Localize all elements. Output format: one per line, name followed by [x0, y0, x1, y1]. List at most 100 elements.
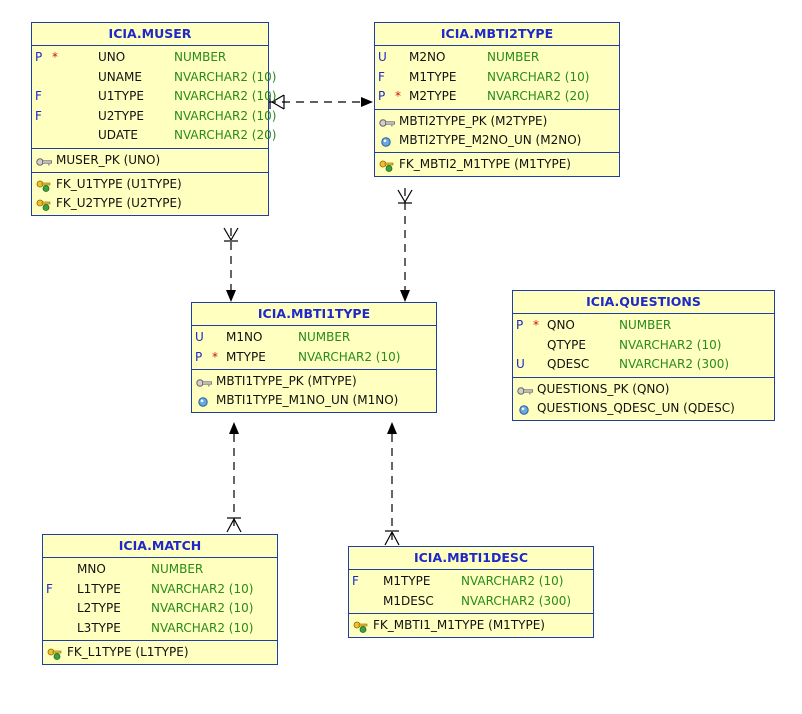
foreign-key-label: FK_L1TYPE (L1TYPE) — [67, 645, 189, 659]
column-name: U2TYPE — [98, 108, 144, 123]
key-label: MBTI1TYPE_M1NO_UN (M1NO) — [216, 393, 399, 407]
foreign-key-label: FK_MBTI1_M1TYPE (M1TYPE) — [373, 618, 545, 632]
table-title: ICIA.MATCH — [43, 535, 277, 558]
relationship-muser-mbti1type[interactable] — [223, 227, 239, 302]
foreign-key-icon — [36, 198, 52, 211]
key-row[interactable]: MBTI2TYPE_M2NO_UN (M2NO) — [375, 131, 619, 150]
relationship-match-mbti1type[interactable] — [226, 422, 242, 533]
key-label: MBTI1TYPE_PK (MTYPE) — [216, 374, 357, 388]
key-row[interactable]: MUSER_PK (UNO) — [32, 151, 268, 170]
foreign-key-icon — [47, 647, 63, 660]
column-name: M1TYPE — [383, 574, 431, 588]
column-name: M1NO — [226, 330, 263, 344]
key-row[interactable]: MBTI1TYPE_PK (MTYPE) — [192, 372, 436, 391]
column-type: NVARCHAR2 (300) — [619, 357, 730, 371]
key-flag: F — [46, 581, 53, 596]
foreign-key-list: FK_MBTI2_M1TYPE (M1TYPE) — [375, 153, 619, 176]
column-type: NVARCHAR2 (10) — [151, 601, 254, 615]
column-name: U1TYPE — [98, 89, 144, 103]
column-type: NVARCHAR2 (10) — [619, 337, 722, 352]
column-type: NUMBER — [151, 562, 204, 576]
primary-key-icon — [379, 116, 395, 128]
key-list: MUSER_PK (UNO) — [32, 149, 268, 173]
relationship-mbti1desc-mbti1type[interactable] — [384, 422, 400, 546]
foreign-key-row[interactable]: FK_U1TYPE (U1TYPE) — [32, 175, 268, 194]
foreign-key-list: FK_U1TYPE (U1TYPE) FK_U2TYPE (U2TYPE) — [32, 173, 268, 215]
key-list: QUESTIONS_PK (QNO)QUESTIONS_QDESC_UN (QD… — [513, 378, 774, 420]
key-flag: F — [35, 89, 42, 103]
column-type: NVARCHAR2 (20) — [174, 128, 277, 142]
relationship-mbti2type-mbti1type[interactable] — [397, 188, 413, 302]
column-name: M1TYPE — [409, 69, 457, 84]
mandatory-marker: * — [52, 50, 58, 64]
key-list: MBTI1TYPE_PK (MTYPE) MBTI1TYPE_M1NO_UN (M… — [192, 370, 436, 412]
foreign-key-row[interactable]: FK_L1TYPE (L1TYPE) — [43, 643, 277, 662]
key-flag: P — [195, 349, 203, 364]
key-row[interactable]: QUESTIONS_PK (QNO) — [513, 380, 774, 399]
mandatory-marker: * — [533, 318, 539, 332]
foreign-key-row[interactable]: FK_U2TYPE (U2TYPE) — [32, 194, 268, 213]
key-row[interactable]: MBTI1TYPE_M1NO_UN (M1NO) — [192, 391, 436, 410]
table-title: ICIA.MUSER — [32, 23, 268, 46]
primary-key-icon — [196, 376, 212, 388]
key-label: MUSER_PK (UNO) — [56, 152, 161, 167]
key-row[interactable]: QUESTIONS_QDESC_UN (QDESC) — [513, 399, 774, 418]
foreign-key-row[interactable]: FK_MBTI1_M1TYPE (M1TYPE) — [349, 616, 593, 635]
primary-key-icon — [36, 155, 52, 167]
column-name: QDESC — [547, 357, 590, 371]
foreign-key-label: FK_MBTI2_M1TYPE (M1TYPE) — [399, 156, 571, 171]
mandatory-marker: * — [212, 349, 218, 364]
relationship-muser-mbti2type[interactable] — [268, 94, 373, 110]
foreign-key-row[interactable]: FK_MBTI2_M1TYPE (M1TYPE) — [375, 155, 619, 174]
key-flag: P — [516, 318, 524, 332]
key-row[interactable]: MBTI2TYPE_PK (M2TYPE) — [375, 112, 619, 131]
key-label: MBTI2TYPE_M2NO_UN (M2NO) — [399, 132, 582, 147]
table-title: ICIA.QUESTIONS — [513, 291, 774, 314]
column-type: NUMBER — [619, 318, 672, 332]
key-list: MBTI2TYPE_PK (M2TYPE) MBTI2TYPE_M2NO_UN (… — [375, 110, 619, 153]
column-name: L3TYPE — [77, 620, 121, 635]
column-name: UDATE — [98, 128, 139, 142]
column-name: M2TYPE — [409, 89, 457, 103]
foreign-key-label: FK_U1TYPE (U1TYPE) — [56, 176, 182, 191]
table-title: ICIA.MBTI1DESC — [349, 547, 593, 570]
foreign-key-list: FK_L1TYPE (L1TYPE) — [43, 641, 277, 664]
column-row[interactable]: L3TYPE NVARCHAR2 (10) — [43, 619, 277, 639]
key-label: MBTI2TYPE_PK (M2TYPE) — [399, 113, 548, 128]
column-row[interactable]: UDATE NVARCHAR2 (20) — [32, 126, 276, 146]
column-type: NVARCHAR2 (10) — [174, 69, 277, 84]
column-type: NVARCHAR2 (20) — [487, 89, 590, 103]
column-type: NVARCHAR2 (10) — [151, 620, 254, 635]
column-type: NVARCHAR2 (10) — [151, 581, 254, 596]
